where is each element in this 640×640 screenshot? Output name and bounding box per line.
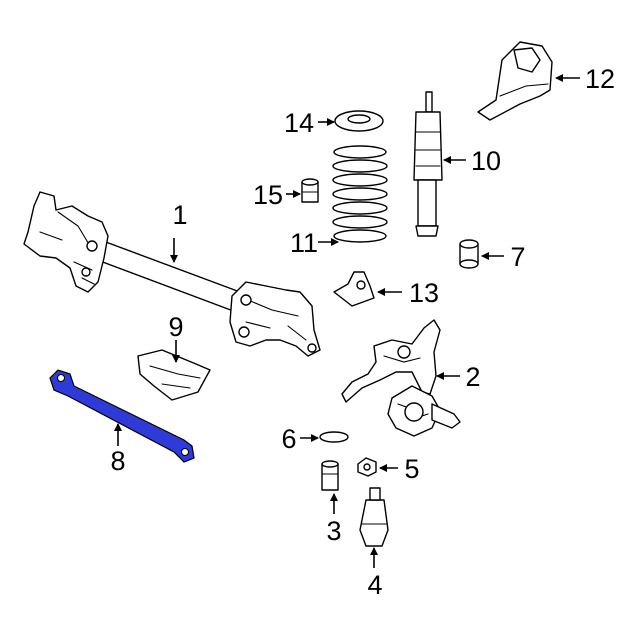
spring-mount-part[interactable] <box>477 41 553 121</box>
callout-12: 12 <box>585 64 615 94</box>
spring-insulator-part[interactable] <box>334 110 384 132</box>
steering-knuckle-part[interactable] <box>341 319 461 437</box>
callout-4: 4 <box>367 570 382 600</box>
callout-11: 11 <box>290 228 318 258</box>
callout-6: 6 <box>281 424 296 454</box>
bracket-part[interactable] <box>137 349 211 401</box>
callout-1: 1 <box>172 200 187 230</box>
axle-housing-part[interactable] <box>23 191 321 357</box>
o-ring-part[interactable] <box>319 431 349 443</box>
bump-stop-part[interactable] <box>333 271 375 307</box>
callout-9: 9 <box>168 312 183 342</box>
callout-5: 5 <box>404 454 419 484</box>
callout-15: 15 <box>253 180 283 210</box>
bushing-part[interactable] <box>459 239 479 269</box>
callout-2: 2 <box>465 362 480 392</box>
ball-joint-part[interactable] <box>359 487 389 547</box>
nut-part[interactable] <box>357 457 377 477</box>
jounce-bumper-part[interactable] <box>301 178 319 203</box>
shock-absorber-part[interactable] <box>413 91 443 237</box>
callout-3: 3 <box>326 516 341 546</box>
callout-10: 10 <box>471 146 501 176</box>
callout-7: 7 <box>510 242 525 272</box>
callout-8: 8 <box>110 446 125 476</box>
adjuster-sleeve-part[interactable] <box>321 460 339 491</box>
coil-spring-part[interactable] <box>332 145 388 243</box>
callout-14: 14 <box>284 108 314 138</box>
callout-13: 13 <box>409 278 439 308</box>
track-bar-part[interactable] <box>49 369 195 463</box>
